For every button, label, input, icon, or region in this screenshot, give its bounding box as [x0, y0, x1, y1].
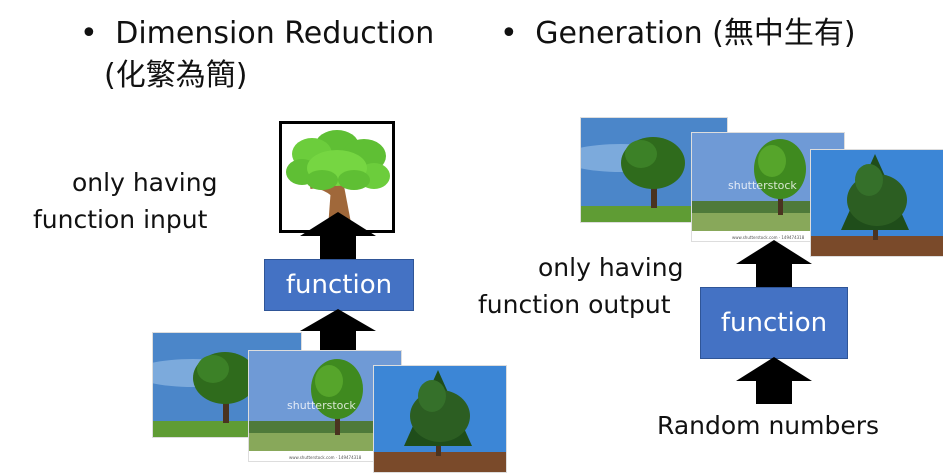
- left-caption-line2: function input: [33, 205, 208, 234]
- random-numbers-label: Random numbers: [657, 411, 880, 440]
- right-function-box: function: [700, 287, 848, 359]
- left-caption-line1: only having: [72, 168, 218, 197]
- tree-icon: [279, 121, 395, 233]
- right-title: Generation (無中生有): [535, 16, 856, 51]
- watermark-small-text: www.shutterstock.com · 149474318: [732, 235, 805, 240]
- tree-photo-5: shutterstock www.shutterstock.com · 1494…: [691, 132, 845, 242]
- up-arrow-icon: [736, 357, 812, 404]
- right-caption-line2: function output: [478, 290, 671, 319]
- left-bullet: •: [80, 16, 98, 51]
- left-bullet-title: • Dimension Reduction: [80, 16, 434, 52]
- right-function-label: function: [720, 308, 828, 338]
- left-title-line1: Dimension Reduction: [115, 16, 435, 51]
- left-title-line2: (化繁為簡): [104, 58, 248, 93]
- right-bullet: •: [500, 16, 518, 51]
- up-arrow-icon: [736, 240, 812, 287]
- up-arrow-icon: [300, 309, 376, 351]
- left-function-box: function: [264, 259, 414, 311]
- watermark-text: shutterstock: [728, 179, 797, 192]
- right-caption-line1: only having: [538, 253, 684, 282]
- watermark-small-text: www.shutterstock.com · 149474318: [289, 455, 362, 460]
- right-bullet-title: • Generation (無中生有): [500, 16, 856, 52]
- tree-photo-6: [810, 149, 943, 257]
- left-function-label: function: [285, 270, 393, 300]
- watermark-text: shutterstock: [287, 399, 356, 412]
- tree-photo-3: [373, 365, 507, 473]
- up-arrow-icon: [300, 212, 376, 260]
